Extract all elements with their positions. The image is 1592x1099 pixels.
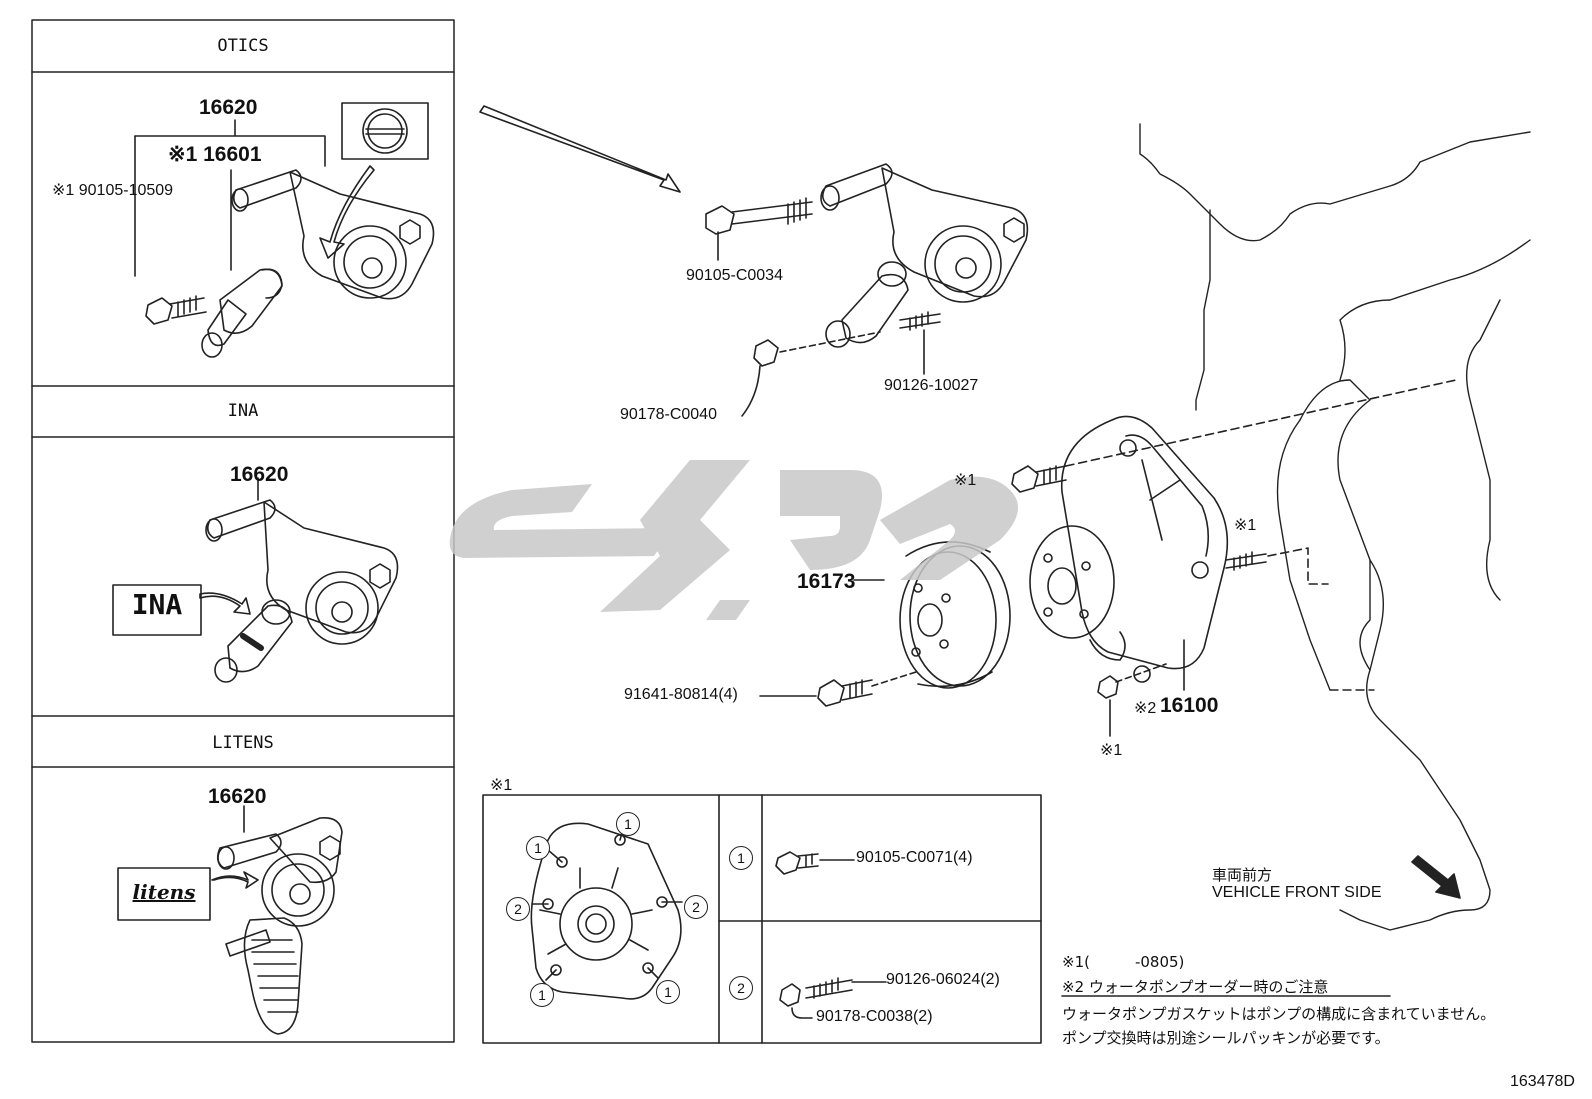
engine-block-outline [1139,123,1531,931]
vehicle-front-en: VEHICLE FRONT SIDE [1212,884,1382,901]
part-16173: 16173 [797,570,856,593]
callout-2: 2 [684,895,708,919]
ina-header: INA [227,401,259,421]
part-90105-C0034: 90105-C0034 [686,267,783,284]
callout-1: 1 [656,980,680,1004]
otics-tensioner-drawing [134,102,435,358]
note-line-4: ポンプ交換時は別途シールパッキンが必要です。 [1062,1029,1390,1047]
detail-table-frame [482,794,1042,1044]
vehicle-front-jp: 車両前方 [1212,866,1273,884]
ina-brand-label: INA [131,588,183,621]
mark-1-right: ※1 [1234,517,1257,534]
detail-part-90178-C0038: 90178-C0038(2) [816,1008,933,1025]
otics-part-16601: ※1 16601 [168,143,262,166]
note-line-3: ウォータポンプガスケットはポンプの構成に含まれていません。 [1062,1005,1496,1023]
note-line-1: ※1( -0805) [1062,953,1185,971]
mark-1-lower: ※1 [1100,742,1123,759]
callout-1: 1 [616,812,640,836]
ina-tensioner-drawing [112,477,399,683]
detail-part-90105-C0071: 90105-C0071(4) [856,849,973,866]
otics-part-90105-10509: ※1 90105-10509 [52,182,174,199]
detail-bolts [775,851,887,1019]
callout-1: 1 [526,836,550,860]
callout-2: 2 [506,897,530,921]
detail-part-90126-06024: 90126-06024(2) [886,971,1000,988]
part-90178-C0040: 90178-C0040 [620,406,717,423]
ina-part-16620: 16620 [230,463,289,486]
part-16100: 16100 [1160,694,1219,717]
diagram-id: 163478D [1510,1073,1575,1090]
litens-tensioner-drawing [117,805,343,1035]
detail-row1-number: 1 [729,846,753,870]
otics-header: OTICS [217,36,269,56]
litens-header: LITENS [212,733,274,753]
detail-mark: ※1 [490,777,513,794]
mark-2-pump: ※2 [1134,700,1157,717]
detail-row2-number: 2 [729,976,753,1000]
litens-part-16620: 16620 [208,785,267,808]
litens-brand-label: litens [132,880,196,904]
note-line-2: ※2 ウォータポンプオーダー時のご注意 [1062,978,1329,996]
main-tensioner-drawing [705,163,1029,417]
callout-1: 1 [530,983,554,1007]
mark-1-upper: ※1 [954,472,977,489]
part-90126-10027: 90126-10027 [884,377,979,394]
otics-part-16620: 16620 [199,96,258,119]
water-pump-drawing [1011,379,1457,737]
part-91641-80814: 91641-80814(4) [624,686,738,703]
